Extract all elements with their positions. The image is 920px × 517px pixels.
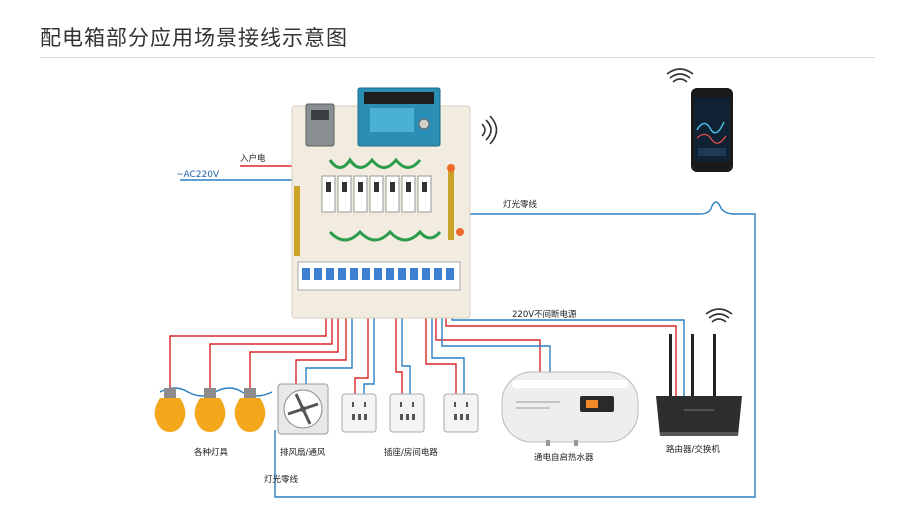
terminal-strip-right — [448, 170, 454, 240]
phone-wifi-icon — [666, 68, 694, 83]
ac-voltage-label: ~AC220V — [176, 170, 220, 180]
socket-2-live-wire — [395, 290, 403, 396]
smartphone — [691, 88, 733, 172]
socket-1 — [341, 393, 377, 433]
fan-label: 排风扇/通风 — [280, 447, 326, 458]
light-neutral-top-wire — [274, 201, 756, 498]
lamp-group — [154, 388, 266, 432]
fan-live-wire — [295, 290, 347, 386]
relay-row — [321, 175, 432, 213]
socket-2-neutral-wire — [401, 290, 411, 396]
lamp-live-wire-3 — [249, 290, 339, 390]
exhaust-fan — [277, 383, 329, 435]
breaker-row — [302, 268, 454, 280]
incoming-neutral-wire — [180, 179, 301, 255]
terminal-strip-left — [294, 186, 300, 256]
light-neutral-bottom-label: 灯光零线 — [264, 474, 299, 485]
socket-2 — [389, 393, 425, 433]
wifi-icon — [481, 115, 498, 145]
page-title: 配电箱部分应用场景接线示意图 — [40, 26, 348, 50]
distribution-panel — [291, 87, 471, 319]
socket-1-neutral-wire — [363, 290, 375, 396]
heater-label: 通电自启热水器 — [534, 452, 594, 463]
lamp-bulb-1 — [154, 388, 186, 432]
uninterrupted-power-label: 220V不间断电源 — [512, 309, 577, 320]
lamp-bulb-3 — [234, 388, 266, 432]
lamps-label: 各种灯具 — [194, 447, 229, 458]
socket-3-live-wire — [425, 290, 457, 396]
light-neutral-top-label: 灯光零线 — [503, 199, 538, 210]
socket-1-live-wire — [354, 290, 369, 396]
sockets-label: 插座/房间电路 — [384, 447, 438, 458]
socket-3-neutral-wire — [431, 290, 465, 396]
fan-neutral-wire — [305, 290, 353, 386]
input-power-label: 入户电 — [240, 153, 266, 164]
router-label: 路由器/交换机 — [666, 444, 720, 455]
water-heater — [501, 371, 639, 446]
lamp-bulb-2 — [194, 388, 226, 432]
router-wifi-icon — [705, 308, 733, 323]
router — [656, 334, 742, 436]
socket-3 — [443, 393, 479, 433]
title-divider — [40, 57, 875, 58]
